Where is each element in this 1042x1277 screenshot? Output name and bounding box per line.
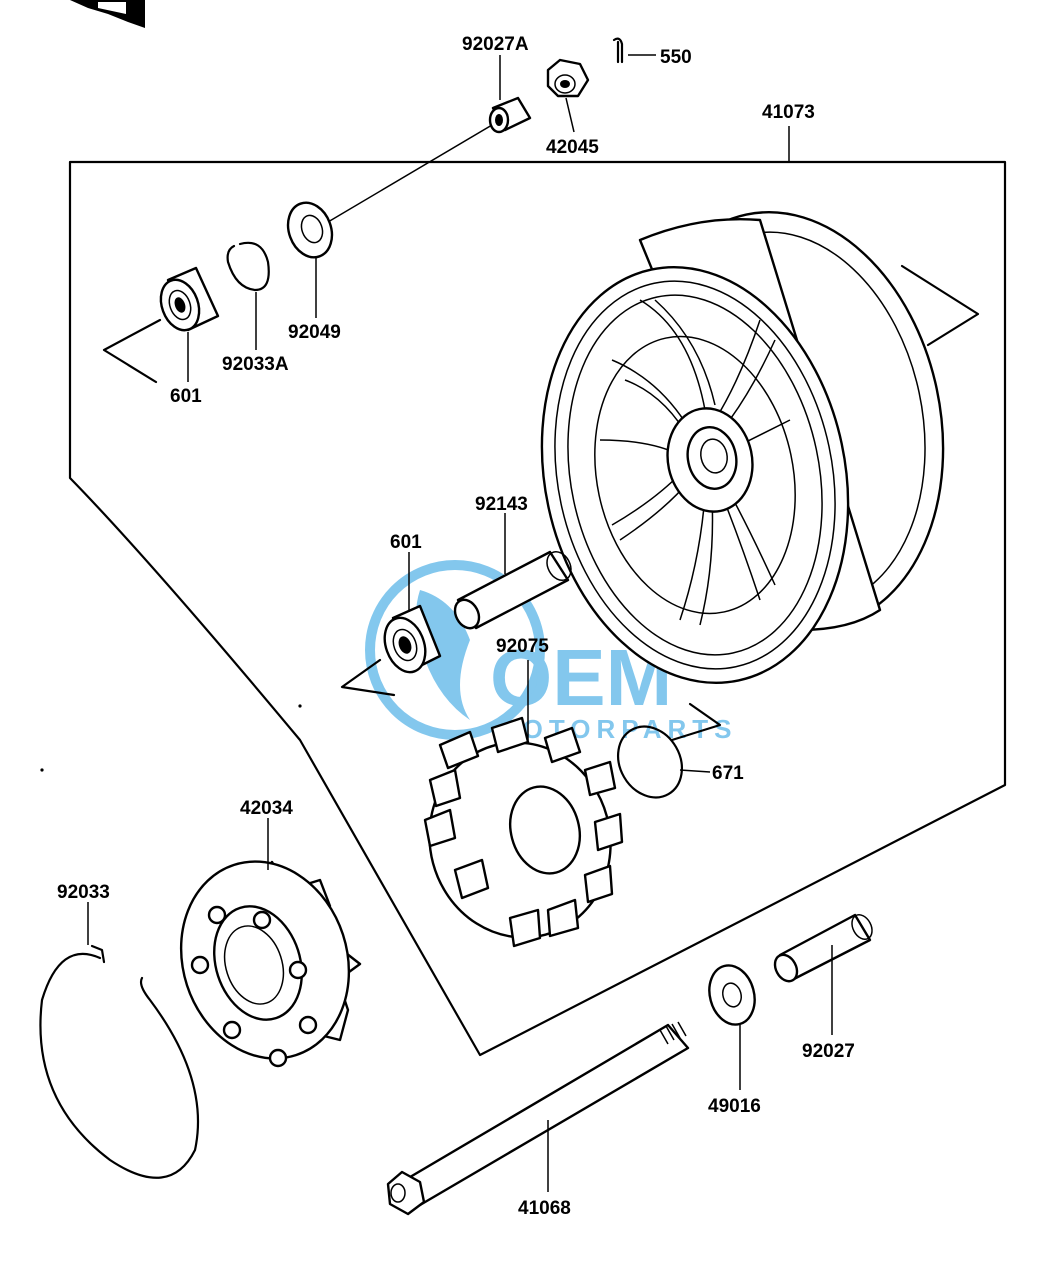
circlip-92033A [226, 241, 270, 292]
rear-wheel-41073 [540, 211, 980, 684]
hub-damper-92075 [423, 716, 624, 948]
spacer-92143 [453, 550, 572, 630]
label-41068: 41068 [518, 1198, 571, 1219]
label-41073: 41073 [762, 102, 815, 123]
oil-seal-92049 [286, 201, 334, 259]
label-601-mid: 601 [390, 532, 422, 553]
label-550: 550 [660, 47, 692, 68]
label-42045: 42045 [546, 137, 599, 158]
front-arrow-icon [70, 0, 145, 28]
circlip-92033 [39, 944, 200, 1179]
washer-49016 [708, 964, 756, 1026]
nut-42045 [546, 58, 590, 98]
label-92033A: 92033A [222, 354, 289, 375]
watermark-tagline: MOTORPARTS [495, 714, 737, 744]
label-42034: 42034 [240, 798, 293, 819]
o-ring-671 [617, 725, 683, 799]
collar-92027A [488, 96, 532, 134]
bearing-601-top [159, 266, 220, 332]
coupling-42034 [179, 860, 362, 1068]
label-92049: 92049 [288, 322, 341, 343]
label-671: 671 [712, 763, 744, 784]
label-601-top: 601 [170, 386, 202, 407]
label-92027: 92027 [802, 1041, 855, 1062]
assembly-frame [68, 160, 1007, 1057]
label-92075: 92075 [496, 636, 549, 657]
axle-41068 [386, 1021, 690, 1216]
label-92027A: 92027A [462, 34, 529, 55]
label-92143: 92143 [475, 494, 528, 515]
label-92033: 92033 [57, 882, 110, 903]
cotter-pin-550 [612, 37, 624, 64]
watermark: OEM MOTORPARTS [365, 560, 737, 744]
bearing-601-mid [383, 604, 442, 674]
collar-92027 [773, 913, 873, 983]
label-49016: 49016 [708, 1096, 761, 1117]
